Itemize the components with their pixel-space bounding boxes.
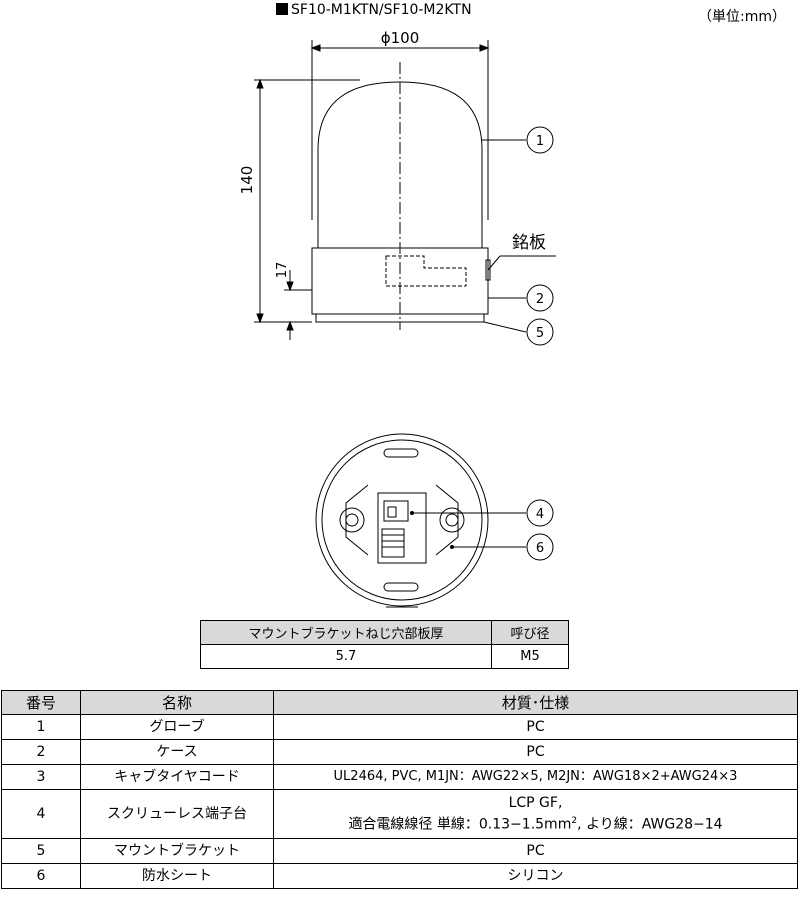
screw-hole-left-inner <box>345 513 359 527</box>
bracket-right-edge <box>435 484 459 556</box>
cell-no: 5 <box>1 838 81 864</box>
callout-circle-5 <box>526 318 554 346</box>
base-height-label: 17 <box>275 262 290 279</box>
header-name: 名称 <box>80 690 274 715</box>
leader-5 <box>483 321 527 333</box>
callout-circle-1 <box>526 126 554 154</box>
parts-table: 番号 名称 材質･仕様 1 グローブ PC 2 ケース PC 3 キャブタイヤコ… <box>1 690 798 889</box>
header-no: 番号 <box>1 690 81 715</box>
mount-header-thickness: マウントブラケットねじ穴部板厚 <box>200 620 492 645</box>
diameter-label: ϕ100 <box>381 29 420 47</box>
model-title: SF10-M1KTN/SF10-M2KTN <box>276 2 472 18</box>
cell-name: ケース <box>80 739 274 765</box>
table-row: 2 ケース PC <box>1 739 798 765</box>
nameplate-label: 銘板 <box>512 233 546 253</box>
cell-no: 1 <box>1 714 81 740</box>
terminal-recess <box>377 492 427 564</box>
mount-bracket-table: マウントブラケットねじ穴部板厚 呼び径 5.7 M5 <box>200 620 569 669</box>
spec-line-1: LCP GF, <box>508 795 563 812</box>
bottom-slot <box>383 582 419 592</box>
mount-header-size: 呼び径 <box>491 620 569 645</box>
cell-no: 6 <box>1 863 81 889</box>
leader-nameplate <box>487 255 501 271</box>
cell-spec: PC <box>273 714 798 740</box>
screw-hole-left <box>339 507 365 533</box>
spec-line-2b: , より線：AWG28−14 <box>577 816 723 833</box>
mount-cell-thickness: 5.7 <box>200 644 492 669</box>
bottom-view-drawing: 4 6 <box>315 433 554 608</box>
arrow-base-bottom <box>286 320 294 331</box>
side-view-drawing: ϕ100 140 17 銘板 1 2 5 <box>238 29 556 346</box>
table-row: 4 スクリューレス端子台 LCP GF, 適合電線線径 単線：0.13−1.5m… <box>1 789 798 839</box>
leader-6-dot <box>450 545 454 549</box>
arrow-right <box>479 44 490 52</box>
header-spec: 材質･仕様 <box>273 690 798 715</box>
nameplate <box>485 259 491 281</box>
cell-spec: PC <box>273 838 798 864</box>
cell-spec: シリコン <box>273 863 798 889</box>
callout-circle-4 <box>526 499 554 527</box>
callout-6: 6 <box>536 541 544 556</box>
cell-spec: UL2464, PVC, M1JN：AWG22×5, M2JN：AWG18×2+… <box>273 764 798 790</box>
cell-name: グローブ <box>80 714 274 740</box>
terminal-slot <box>387 506 397 518</box>
spec-line-2a: 適合電線線径 単線：0.13−1.5mm <box>348 816 572 833</box>
table-row: 6 防水シート シリコン <box>1 863 798 889</box>
terminal-wires <box>381 528 405 558</box>
outer-circle <box>315 433 489 607</box>
inner-circle <box>321 439 483 601</box>
leader-4-dot <box>410 511 414 515</box>
terminal-block <box>383 500 409 522</box>
callout-circle-2 <box>526 284 554 312</box>
callout-2: 2 <box>536 292 544 307</box>
table-row: 5 マウントブラケット PC <box>1 838 798 864</box>
model-title-text: SF10-M1KTN/SF10-M2KTN <box>291 2 472 18</box>
mount-cell-size: M5 <box>491 644 569 669</box>
unit-note: （単位:mm） <box>698 9 786 25</box>
cell-no: 2 <box>1 739 81 765</box>
cell-spec: LCP GF, 適合電線線径 単線：0.13−1.5mm2, より線：AWG28… <box>273 789 798 839</box>
cell-name: キャブタイヤコード <box>80 764 274 790</box>
callout-1: 1 <box>536 134 544 149</box>
bracket-left-edge <box>345 484 369 556</box>
cell-spec: PC <box>273 739 798 765</box>
cell-name: マウントブラケット <box>80 838 274 864</box>
arrow-left <box>310 44 321 52</box>
arrow-up <box>256 78 264 89</box>
cell-no: 4 <box>1 789 81 839</box>
spec-line-2: 適合電線線径 単線：0.13−1.5mm2, より線：AWG28−14 <box>274 812 797 834</box>
screw-hole-right-inner <box>445 513 459 527</box>
arrow-base-top <box>286 281 294 292</box>
height-label: 140 <box>238 166 256 195</box>
arrow-down <box>256 313 264 324</box>
callout-circle-6 <box>526 533 554 561</box>
top-slot <box>383 448 419 458</box>
callout-4: 4 <box>536 507 544 522</box>
table-row: 3 キャブタイヤコード UL2464, PVC, M1JN：AWG22×5, M… <box>1 764 798 790</box>
hidden-terminal <box>385 255 467 287</box>
black-square-icon <box>276 3 288 15</box>
callout-5: 5 <box>536 326 544 341</box>
table-row: 1 グローブ PC <box>1 714 798 740</box>
cell-name: スクリューレス端子台 <box>80 789 274 839</box>
cell-no: 3 <box>1 764 81 790</box>
screw-hole-right <box>439 507 465 533</box>
cell-name: 防水シート <box>80 863 274 889</box>
spec-sup: 2 <box>571 816 578 827</box>
